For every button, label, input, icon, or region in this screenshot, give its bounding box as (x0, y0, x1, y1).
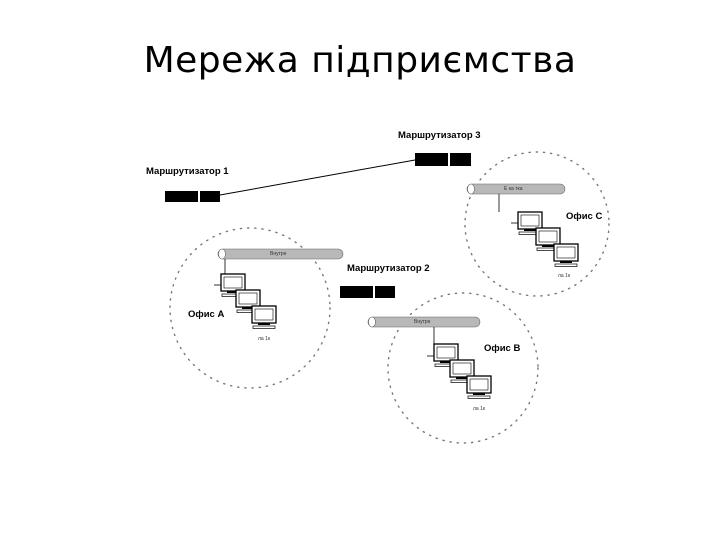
office-b-boundary (387, 292, 539, 444)
office-a-device-label: ла 1к (258, 336, 271, 342)
router-2 (340, 286, 395, 298)
router-1 (165, 191, 220, 202)
office-b-label: Офис В (484, 343, 521, 354)
bus-office-b-label: Внутрн (414, 319, 431, 325)
page-title: Мережа підприємства (143, 40, 577, 81)
office-a-label: Офис А (188, 309, 225, 320)
wan-link (219, 159, 416, 196)
office-a-computers (214, 273, 277, 330)
office-c-boundary (464, 151, 610, 297)
office-c-label: Офис С (566, 211, 603, 222)
office-c-computers (511, 211, 579, 268)
bus-office-c-label: Е ка тка (504, 186, 523, 192)
office-c-device-label: ла 1к (558, 273, 571, 279)
bus-office-a (217, 248, 344, 285)
bus-office-b (367, 316, 481, 345)
bus-office-c (466, 183, 566, 212)
router-1-label: Маршрутизатор 1 (146, 166, 229, 177)
router-2-label: Маршрутизатор 2 (347, 263, 430, 274)
office-b-device-label: ла 1к (473, 406, 486, 412)
office-b-computers (427, 343, 492, 400)
router-3-label: Маршрутизатор 3 (398, 130, 481, 141)
router-3 (415, 153, 471, 166)
office-a-boundary (169, 227, 331, 389)
bus-office-a-label: Внутрн (270, 251, 287, 257)
